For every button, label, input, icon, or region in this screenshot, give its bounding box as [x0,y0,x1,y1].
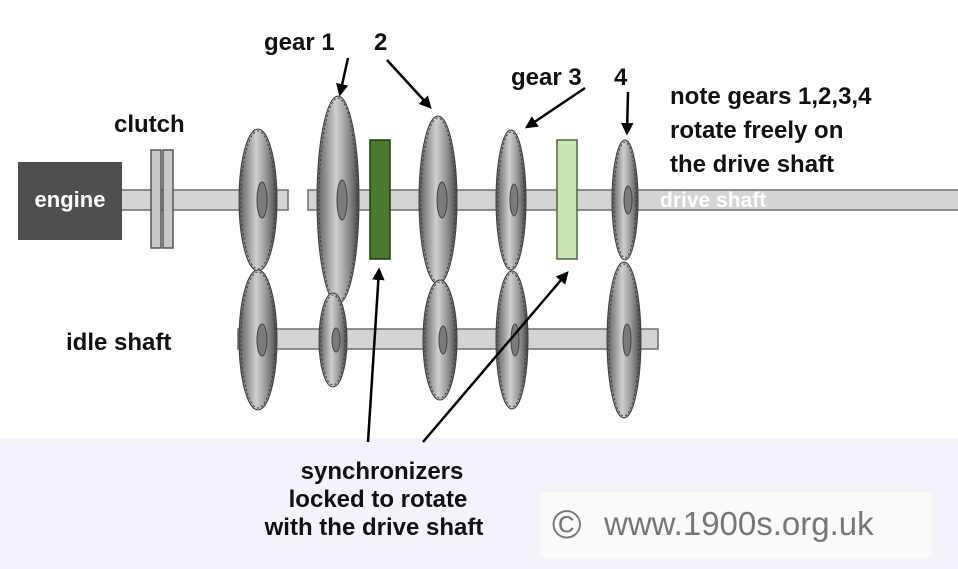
gear-3-label: gear 3 [511,64,582,91]
gear-2-label: 2 [374,29,387,56]
idle-gear-4 [606,261,642,419]
arrow-gear-2 [386,59,432,109]
arrow-gear-1 [336,57,350,97]
idle-gear-input [238,269,278,411]
drive-gear-input [238,128,278,272]
synchronizer-2 [556,139,578,260]
note-line-1: note gears 1,2,3,4 [670,83,872,110]
gear-3 [495,129,527,271]
gear-4 [611,139,639,261]
arrow-synchronizer-2 [422,271,569,443]
drive-shaft-label: drive shaft [660,189,766,212]
arrow-gear-4 [620,91,634,136]
copyright-symbol: © [552,503,581,547]
clutch [150,149,174,249]
sync-caption-line-3: with the drive shaft [264,514,484,541]
gear-1-label: gear 1 [264,29,335,56]
idle-gear-1 [318,292,348,388]
note-line-3: the drive shaft [670,151,834,178]
gear-2 [418,115,458,285]
arrow-synchronizer-1 [366,267,385,443]
gear-4-label: 4 [614,64,628,91]
engine-box [18,162,122,240]
gear-1 [316,95,360,305]
idle-shaft-label: idle shaft [66,329,171,356]
engine-label: engine [35,187,106,212]
arrow-gear-3 [524,86,586,129]
sync-caption-line-1: synchronizers [301,458,464,485]
note-line-2: rotate freely on [670,117,843,144]
clutch-label: clutch [114,111,185,138]
watermark-url: www.1900s.org.uk [603,505,874,542]
sync-caption-line-2: locked to rotate [289,486,468,513]
idle-gear-2 [422,279,458,401]
watermark-panel [540,492,932,558]
synchronizer-1 [369,139,391,260]
idle-gear-3 [495,270,529,410]
